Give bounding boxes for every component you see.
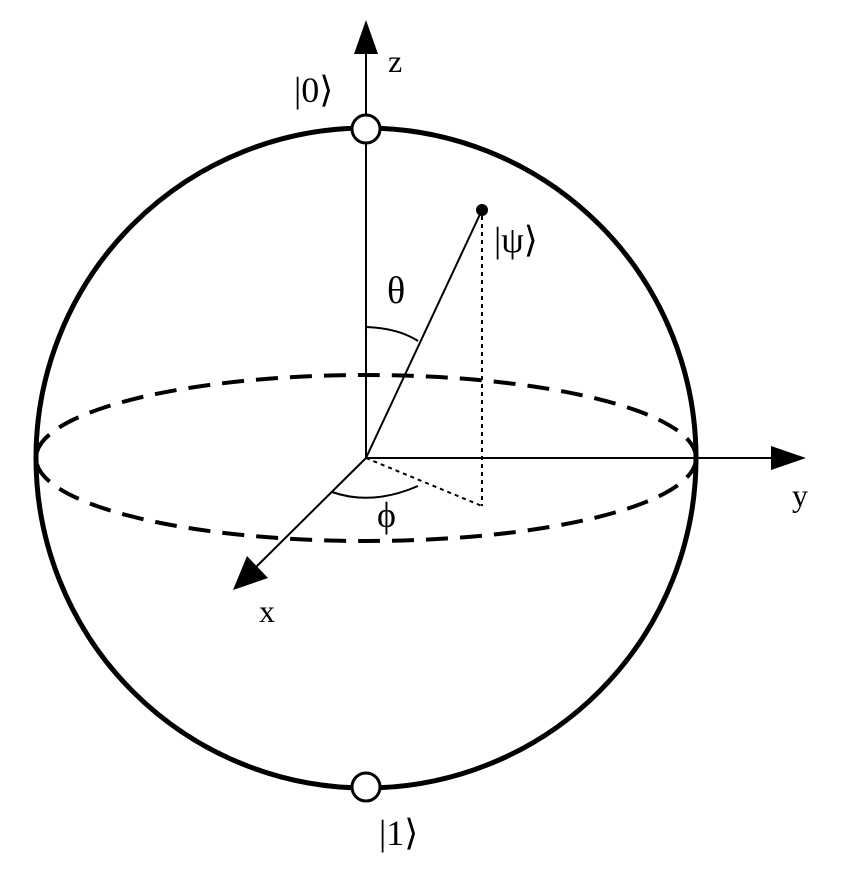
psi-equatorial-projection bbox=[365, 457, 483, 507]
phi-label: ϕ bbox=[377, 495, 396, 535]
ket1-pole-marker bbox=[350, 771, 382, 803]
x-axis bbox=[254, 457, 367, 569]
psi-point bbox=[476, 204, 488, 216]
theta-label: θ bbox=[387, 270, 405, 312]
y-axis-arrowhead bbox=[771, 446, 806, 470]
z-axis-arrowhead bbox=[354, 20, 378, 54]
ket0-label: |0⟩ bbox=[294, 70, 333, 110]
psi-vector bbox=[365, 209, 483, 459]
ket0-pole-marker bbox=[350, 113, 382, 145]
y-axis-label: y bbox=[792, 477, 808, 513]
phi-arc bbox=[331, 485, 419, 499]
psi-label: |ψ⟩ bbox=[494, 220, 538, 260]
x-axis-label: x bbox=[259, 593, 275, 629]
x-axis-arrowhead bbox=[233, 556, 268, 590]
theta-arc bbox=[365, 326, 419, 342]
z-axis-label: z bbox=[388, 43, 402, 79]
ket1-label: |1⟩ bbox=[379, 813, 418, 853]
